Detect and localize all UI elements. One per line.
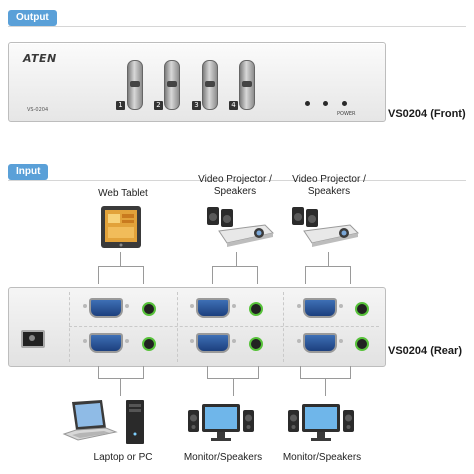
connection-line [300, 366, 301, 378]
led-indicator [323, 101, 328, 106]
audio-jack [142, 337, 156, 351]
rear-panel [8, 287, 386, 367]
connection-line [258, 366, 259, 378]
device-label-laptop-pc: Laptop or PC [93, 452, 153, 463]
port-number-4: 4 [229, 101, 238, 110]
port-number-3: 3 [192, 101, 201, 110]
output-tag: Output [8, 10, 57, 26]
connection-line [305, 266, 350, 267]
connection-line [207, 366, 208, 378]
connection-line [350, 366, 351, 378]
connection-line [98, 378, 144, 379]
power-label: POWER [337, 111, 356, 117]
audio-jack [249, 337, 263, 351]
power-jack [21, 330, 45, 348]
projector-speakers-icon [207, 207, 275, 247]
front-model-text: VS-0204 [27, 107, 49, 113]
output-divider [8, 26, 466, 27]
laptop-pc-icon [62, 400, 144, 444]
connection-line [120, 378, 121, 396]
connection-line [233, 378, 234, 396]
connection-line [305, 266, 306, 284]
device-label-line: Video Projector / [198, 174, 272, 185]
connection-line [350, 266, 351, 284]
port-number-2: 2 [154, 101, 163, 110]
connection-line [98, 266, 99, 284]
audio-jack [355, 337, 369, 351]
device-label-line: Video Projector / [292, 174, 366, 185]
connection-line [212, 266, 257, 267]
device-label-web-tablet: Web Tablet [98, 188, 148, 199]
port-button-4 [239, 60, 255, 110]
audio-jack [355, 302, 369, 316]
device-label-projector-2: Video Projector / Speakers [284, 174, 374, 198]
vga-port [190, 298, 236, 318]
connection-line [98, 266, 143, 267]
connection-line [143, 266, 144, 284]
projector-speakers-icon [292, 207, 360, 247]
device-label-projector-1: Video Projector / Speakers [190, 174, 280, 198]
device-label-line: Speakers [307, 186, 351, 197]
port-number-1: 1 [116, 101, 125, 110]
rear-label: VS0204 (Rear) [388, 345, 462, 357]
port-button-1 [127, 60, 143, 110]
panel-divider [69, 292, 70, 362]
connection-line [236, 252, 237, 266]
device-label-monitor-2: Monitor/Speakers [282, 452, 362, 463]
device-label-line: Speakers [213, 186, 257, 197]
connection-line [120, 252, 121, 266]
vga-port [297, 298, 343, 318]
panel-divider [177, 292, 178, 362]
vga-port [297, 333, 343, 353]
aten-logo: ATEN [23, 52, 57, 65]
audio-jack [142, 302, 156, 316]
audio-jack [249, 302, 263, 316]
connection-line [98, 366, 99, 378]
monitor-speakers-icon [188, 404, 254, 441]
led-indicator [305, 101, 310, 106]
vga-port [83, 298, 129, 318]
panel-divider [69, 326, 379, 327]
power-led [342, 101, 347, 106]
vga-port [83, 333, 129, 353]
tablet-icon [101, 206, 141, 248]
connection-line [328, 252, 329, 266]
vga-port [190, 333, 236, 353]
front-label: VS0204 (Front) [388, 108, 466, 120]
panel-divider [283, 292, 284, 362]
connection-line [257, 266, 258, 284]
port-button-3 [202, 60, 218, 110]
front-panel: ATEN VS-0204 1 2 3 4 POWER [8, 42, 386, 122]
input-divider [8, 180, 466, 181]
connection-line [143, 366, 144, 378]
connection-line [325, 378, 326, 396]
monitor-speakers-icon [288, 404, 354, 441]
device-label-monitor-1: Monitor/Speakers [183, 452, 263, 463]
port-button-2 [164, 60, 180, 110]
input-tag: Input [8, 164, 49, 180]
connection-line [212, 266, 213, 284]
